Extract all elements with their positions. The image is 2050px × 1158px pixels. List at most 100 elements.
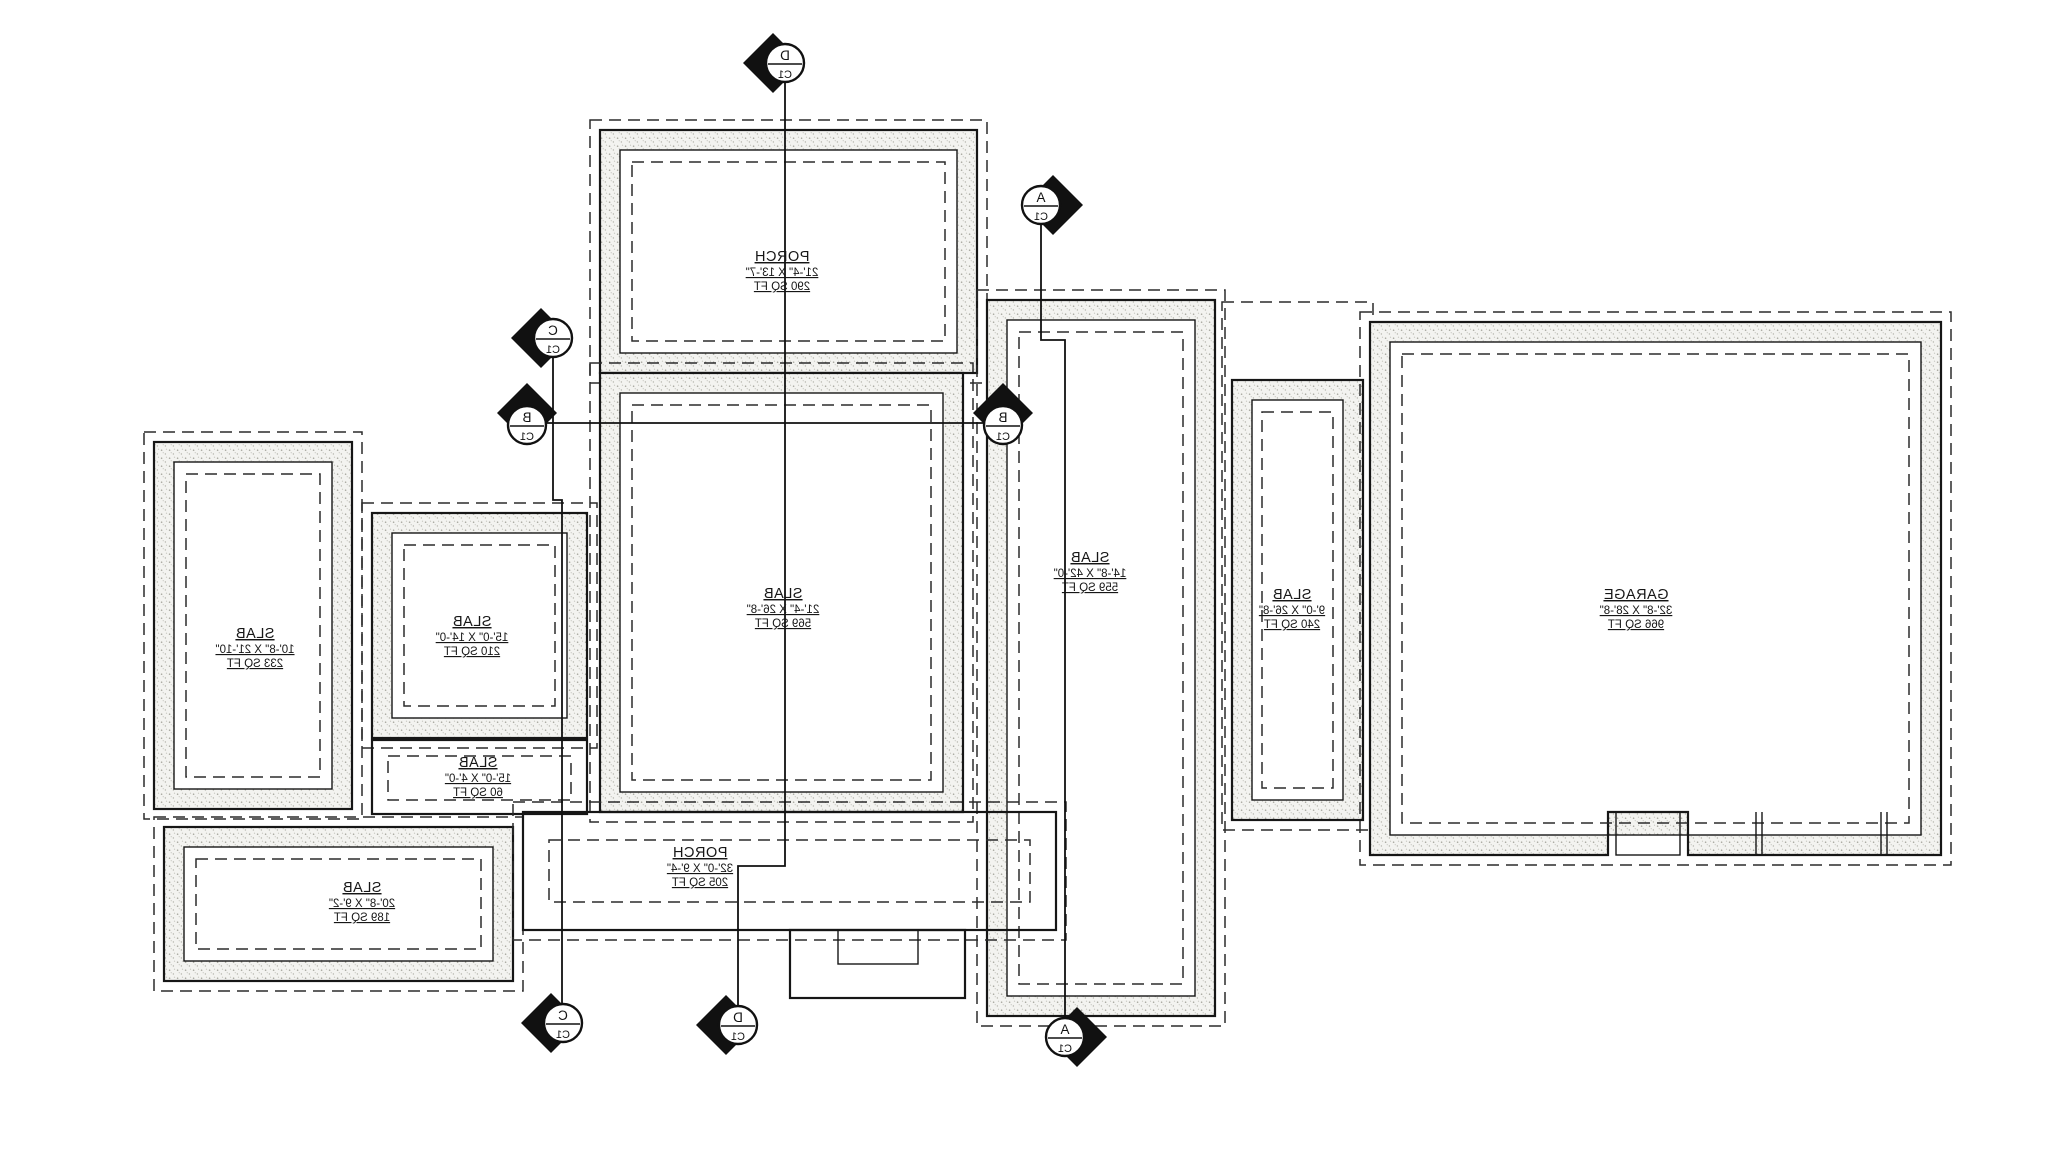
section-line-d: [737, 82, 786, 1006]
room-name: SLAB: [235, 626, 274, 642]
footing-dashed-line: [589, 362, 974, 823]
footing-dashed-line: [143, 431, 363, 820]
room-dims: 14'-8" X 42'-0": [1054, 568, 1127, 580]
marker-letter: D: [780, 48, 790, 63]
room-dims: 20'-8" X 9'-2": [329, 898, 395, 910]
marker-sheet: C1: [546, 344, 560, 356]
section-circle: [717, 1004, 759, 1046]
section-circle: [1044, 1016, 1086, 1058]
marker-sheet: C1: [996, 431, 1010, 443]
marker-letter: C: [548, 323, 558, 338]
porch-step-inner: [837, 929, 919, 965]
room-dims: 21'-4" X 26'-8": [747, 604, 820, 616]
block-slab-right: [1221, 301, 1374, 831]
block-porch-bottom: [512, 801, 1067, 1000]
slab-dashed-line: [1401, 353, 1910, 824]
slab-dashed-line: [185, 473, 321, 778]
wall-stipple-band: [164, 827, 513, 981]
label-slab-mid: SLAB 15'-0" X 14'-0" 210 SQ FT: [436, 614, 509, 658]
room-area: 559 SQ FT: [1062, 582, 1118, 594]
section-circle: [542, 1002, 584, 1044]
marker-letter: A: [1036, 190, 1045, 205]
section-circle: [506, 404, 548, 446]
footing-dashed-line: [976, 289, 1226, 1027]
garage-notch-line: [1615, 811, 1681, 856]
wall-inner-line: [173, 461, 333, 790]
room-name: SLAB: [1272, 587, 1311, 603]
label-slab-tall: SLAB 14'-8" X 42'-0" 559 SQ FT: [1054, 550, 1127, 594]
wall-inner-line: [619, 149, 958, 354]
section-marker-c-bottom: C C1: [521, 993, 584, 1053]
section-circle: [532, 317, 574, 359]
slab-dashed-line: [1261, 411, 1334, 789]
marker-sheet: C1: [1034, 211, 1048, 223]
block-slab-strip: [370, 738, 589, 816]
room-dims: 15'-0" X 14'-0": [436, 632, 509, 644]
room-dims: 10'-8" X 21'-10": [215, 644, 294, 656]
wall-outer-line: [370, 738, 589, 816]
slab-dashed-line: [548, 839, 1031, 903]
block-slab-mid: [361, 502, 598, 749]
section-circle: [1020, 184, 1062, 226]
room-area: 290 SQ FT: [754, 281, 810, 293]
section-marker-a-top: A C1: [1020, 175, 1083, 235]
wall-outer-line: [1230, 378, 1365, 822]
label-slab-strip: SLAB 15'-0" X 4'-0" 60 SQ FT: [445, 755, 511, 799]
block-slab-center: [589, 362, 974, 823]
room-name: SLAB: [763, 586, 802, 602]
footing-dashed-line: [1359, 311, 1952, 866]
room-area: 210 SQ FT: [444, 646, 500, 658]
room-name: GARAGE: [1603, 587, 1668, 603]
room-area: 240 SQ FT: [1264, 619, 1320, 631]
label-slab-center: SLAB 21'-4" X 26'-8" 569 SQ FT: [747, 586, 820, 630]
room-name: PORCH: [673, 845, 728, 861]
label-porch-top: PORCH 21'-4" X 13'-7" 290 SQ FT: [746, 249, 819, 293]
wall-inner-line: [183, 846, 494, 962]
marker-sheet: C1: [731, 1031, 745, 1043]
room-area: 233 SQ FT: [227, 658, 283, 670]
room-name: SLAB: [342, 880, 381, 896]
label-slab-right: SLAB 9'-0" X 26'-8" 240 SQ FT: [1259, 587, 1325, 631]
section-marker-b-left: B C1: [497, 383, 557, 446]
label-porch-bottom: PORCH 32'-0" X 9'-4" 205 SQ FT: [667, 845, 733, 889]
wall-stipple-band: [1232, 380, 1363, 820]
wall-outer-line: [1368, 320, 1943, 857]
wall-outer-line: [521, 810, 1058, 932]
footing-dashed-line: [512, 801, 1067, 941]
marker-letter: A: [1060, 1022, 1069, 1037]
label-slab-bottomleft: SLAB 20'-8" X 9'-2" 189 SQ FT: [329, 880, 395, 924]
room-area: 966 SQ FT: [1608, 619, 1664, 631]
footing-dashed-line: [1221, 301, 1374, 831]
room-name: PORCH: [755, 249, 810, 265]
wall-inner-line: [1389, 341, 1922, 836]
section-circle: [764, 42, 806, 84]
wall-inner-line: [1251, 399, 1344, 801]
room-dims: 32'-0" X 9'-4": [667, 863, 733, 875]
section-marker-b-right: B C1: [973, 383, 1033, 446]
marker-letter: D: [733, 1010, 743, 1025]
room-area: 60 SQ FT: [453, 787, 503, 799]
marker-sheet: C1: [1058, 1043, 1072, 1055]
section-circle: [982, 404, 1024, 446]
section-marker-d-bottom: D C1: [696, 995, 759, 1055]
room-dims: 9'-0" X 26'-8": [1259, 605, 1325, 617]
slab-dashed-line: [631, 161, 946, 342]
room-dims: 15'-0" X 4'-0": [445, 773, 511, 785]
section-marker-c-top: C C1: [511, 308, 574, 368]
label-slab-left: SLAB 10'-8" X 21'-10" 233 SQ FT: [215, 626, 294, 670]
marker-letter: B: [998, 410, 1007, 425]
slab-dashed-line: [631, 404, 932, 781]
slab-dashed-line: [195, 858, 482, 950]
marker-sheet: C1: [778, 69, 792, 81]
block-slab-left: [143, 431, 363, 820]
room-area: 569 SQ FT: [755, 618, 811, 630]
wall-outer-line: [370, 511, 589, 740]
label-garage: GARAGE 32'-8" X 28'-8" 966 SQ FT: [1600, 587, 1673, 631]
room-name: SLAB: [452, 614, 491, 630]
marker-letter: C: [558, 1008, 568, 1023]
wall-inner-line: [1006, 319, 1196, 997]
section-line-a: [1040, 224, 1066, 1018]
room-name: SLAB: [458, 755, 497, 771]
room-name: SLAB: [1070, 550, 1109, 566]
section-marker-a-bottom: A C1: [1044, 1007, 1107, 1067]
